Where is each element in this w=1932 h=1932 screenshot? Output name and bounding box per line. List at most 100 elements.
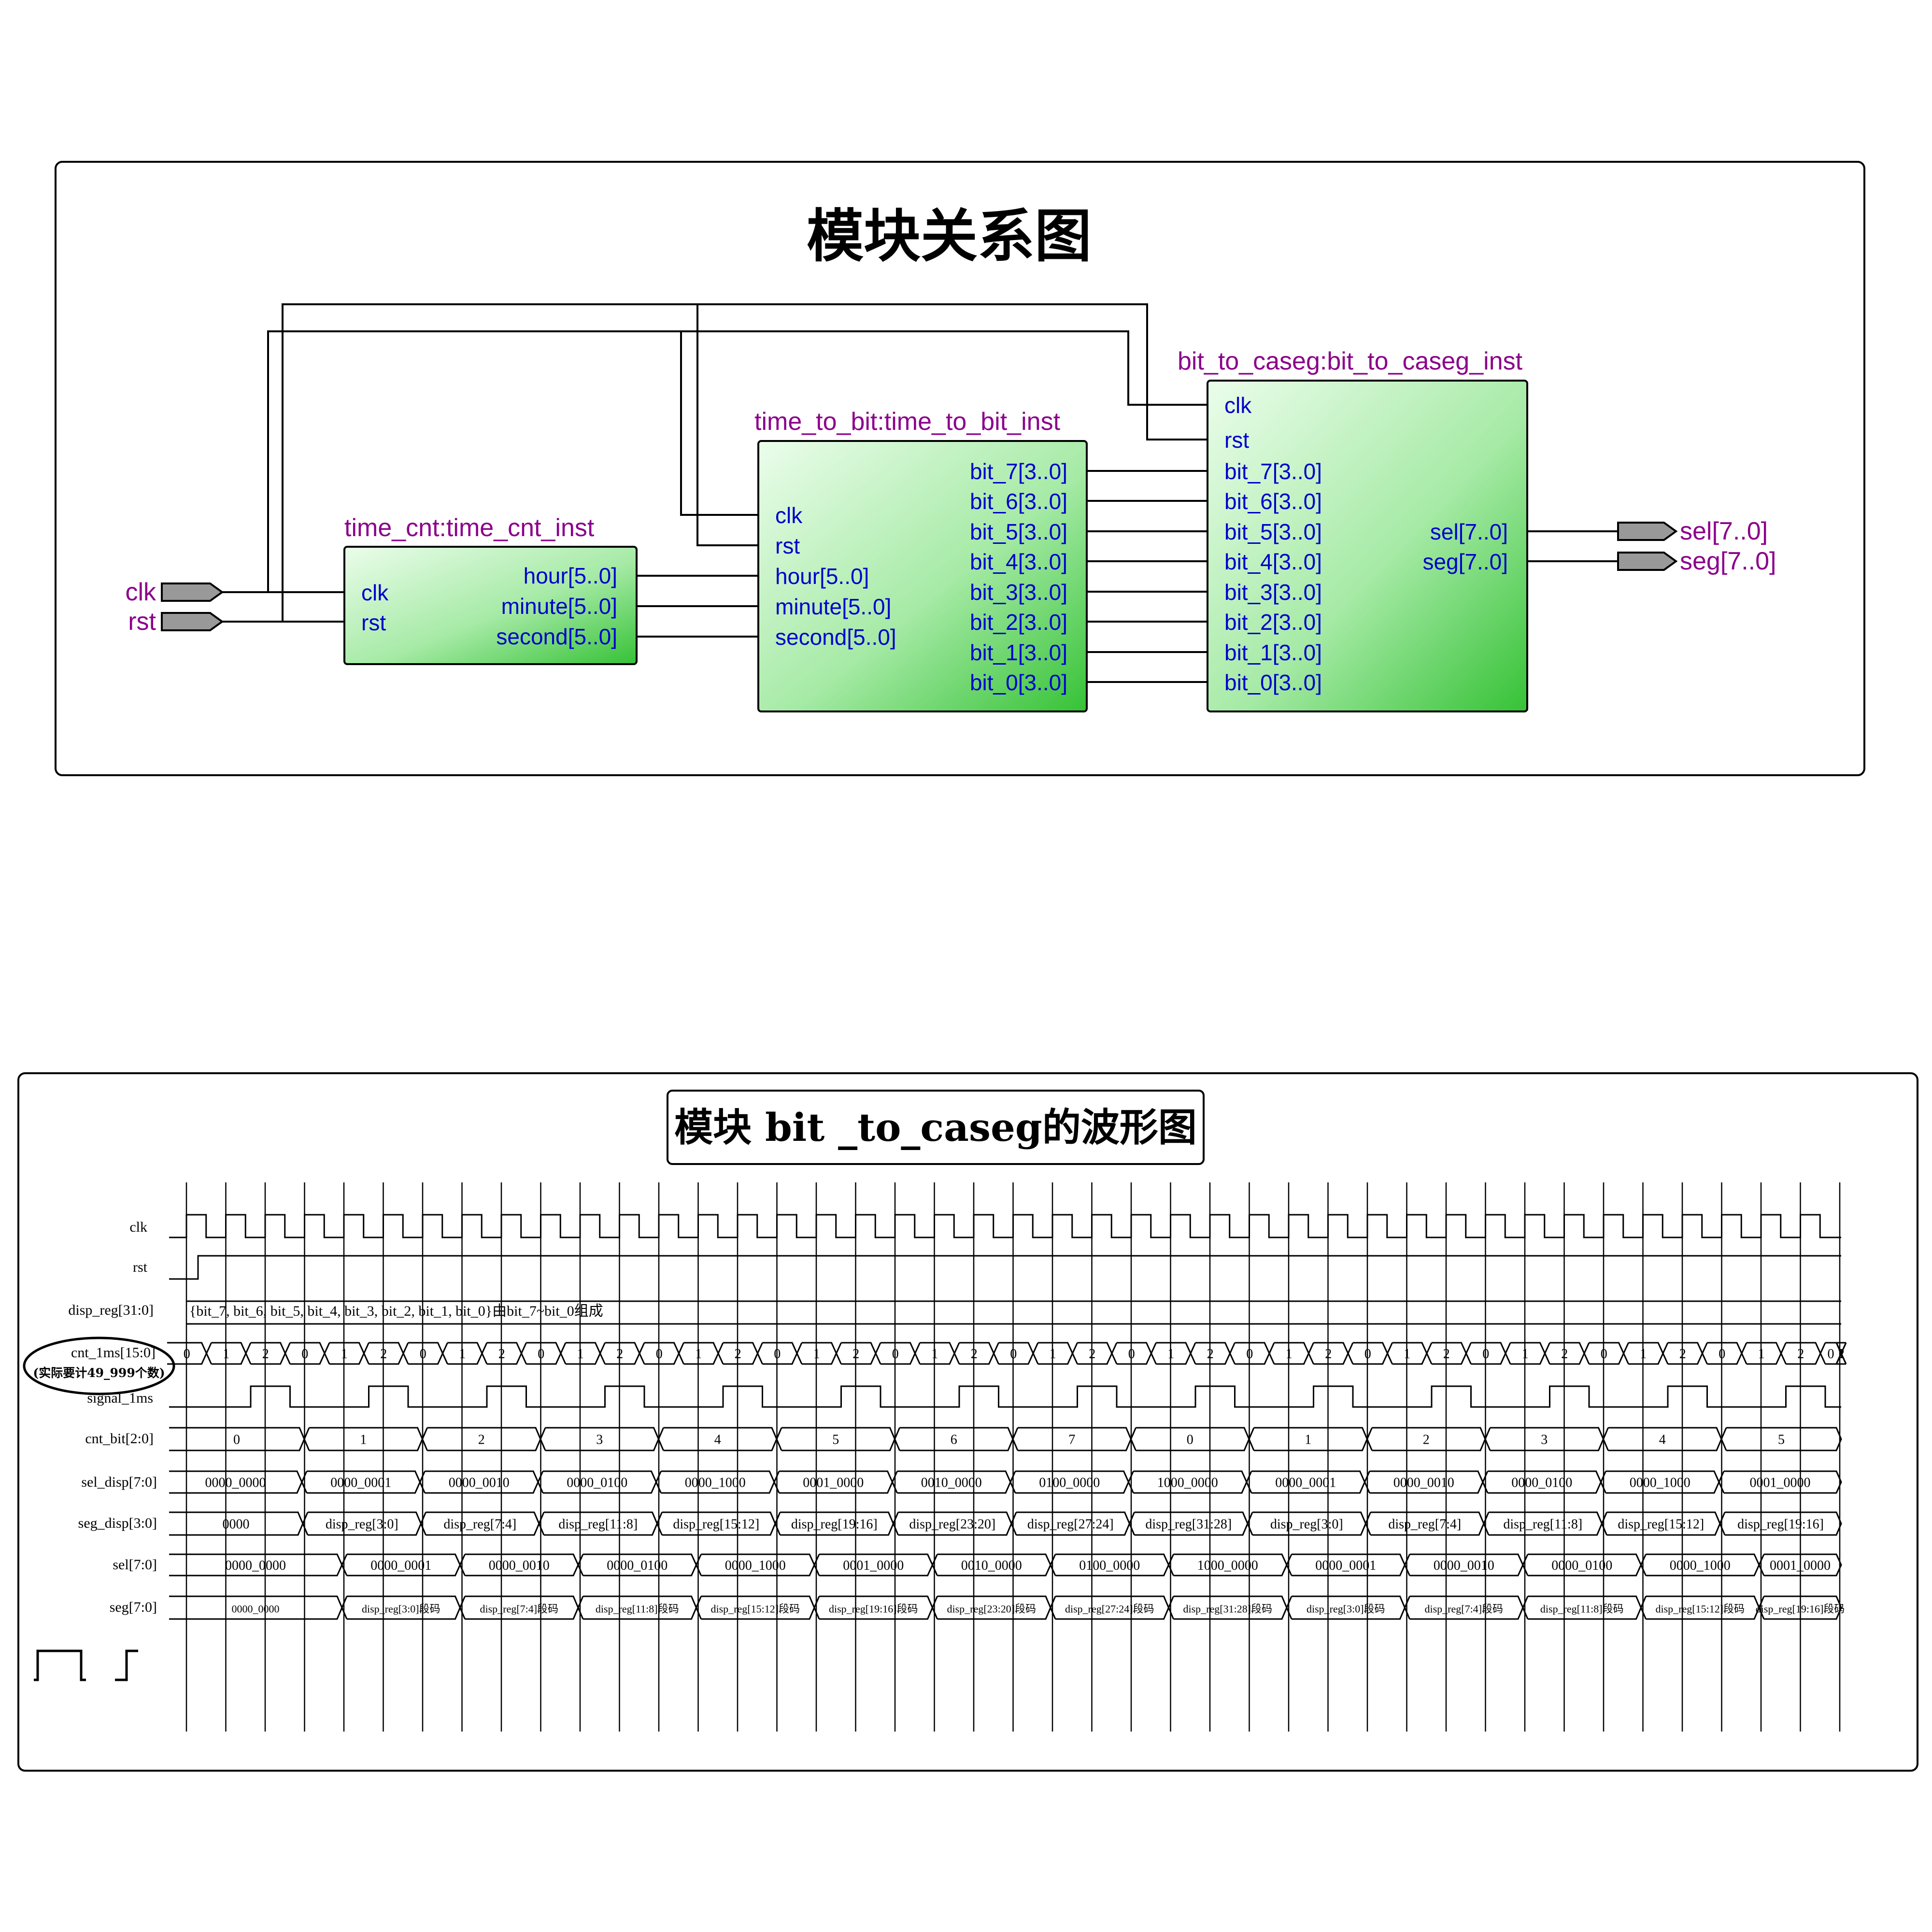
port-label: rst <box>1224 427 1249 453</box>
sel-value-label: 0000_0010 <box>1434 1558 1494 1573</box>
port-label: hour[5..0] <box>775 564 869 589</box>
sel-disp-segment <box>1718 1471 1725 1493</box>
sel-disp-segment <box>1127 1471 1134 1493</box>
sel-segment <box>695 1554 702 1576</box>
cnt-1ms-value-label: 1 <box>341 1347 348 1362</box>
seg-segment <box>1286 1596 1293 1619</box>
port-label: clk <box>1224 393 1252 418</box>
sel-disp-segment <box>301 1471 308 1493</box>
cnt-1ms-segment <box>1819 1342 1826 1364</box>
sel-disp-value-label: 0100_0000 <box>1039 1476 1100 1491</box>
module-box <box>343 546 638 665</box>
seg-disp-segment <box>892 1512 899 1535</box>
sel-segment <box>1167 1554 1174 1576</box>
seg-disp-segment <box>1364 1512 1371 1535</box>
seg-segment <box>1758 1596 1765 1619</box>
cnt-bit-segment <box>1012 1427 1019 1451</box>
sel-disp-value-label: 0000_0010 <box>449 1476 510 1491</box>
cnt-1ms-segment <box>953 1342 960 1364</box>
seg-value-label: disp_reg[3:0]段码 <box>1307 1603 1385 1615</box>
sel-value-label: 0000_0000 <box>225 1558 286 1573</box>
module-box <box>1207 380 1528 712</box>
cnt-1ms-segment <box>324 1342 330 1364</box>
cnt-1ms-segment <box>835 1342 842 1364</box>
sel-segment <box>1764 1553 1842 1577</box>
sel-disp-segment <box>891 1471 898 1493</box>
cnt-1ms-segment <box>1111 1342 1118 1364</box>
cnt-1ms-value-label: 0 <box>1128 1347 1135 1362</box>
top-panel-title: 模块关系图 <box>807 202 1092 270</box>
sel-value-label: 0010_0000 <box>961 1558 1022 1573</box>
sel-value-label: 0000_1000 <box>725 1558 786 1573</box>
port-label: minute[5..0] <box>501 594 617 619</box>
seg-disp-value-label: disp_reg[27:24] <box>1027 1517 1114 1532</box>
seg-segment <box>341 1596 348 1619</box>
port-label: second[5..0] <box>496 624 617 649</box>
cnt-bit-value-label: 0 <box>1187 1433 1193 1448</box>
seg-disp-segment <box>774 1512 781 1535</box>
cnt-1ms-value-label: 0 <box>1482 1347 1489 1362</box>
cnt-bit-segment <box>1366 1427 1373 1451</box>
cnt-1ms-value-label: 1 <box>813 1347 820 1362</box>
sel-disp-value-label: 0000_0100 <box>1511 1476 1572 1491</box>
sel-value-label: 0000_0001 <box>1315 1558 1376 1573</box>
cnt-bit-value-label: 2 <box>1423 1433 1430 1448</box>
bottom-panel-title: 模块 bit _to_caseg的波形图 <box>674 1105 1197 1150</box>
port-label: bit_2[3..0] <box>970 610 1067 635</box>
seg-disp-value-label: disp_reg[19:16] <box>791 1517 878 1532</box>
cnt-1ms-value-label: 2 <box>380 1347 387 1362</box>
cnt-1ms-value-label: 1 <box>459 1347 466 1362</box>
cnt-1ms-segment <box>1347 1342 1354 1364</box>
cnt-1ms-value-label: 2 <box>616 1347 623 1362</box>
cnt-1ms-segment <box>363 1342 369 1364</box>
module-instance-label: bit_to_caseg:bit_to_caseg_inst <box>1178 347 1523 375</box>
sel-disp-segment <box>1600 1471 1606 1493</box>
cnt-bit-segment <box>1720 1427 1727 1451</box>
cnt-1ms-segment <box>1229 1342 1236 1364</box>
cnt-1ms-value-label: 2 <box>1679 1347 1686 1362</box>
seg-disp-segment <box>656 1512 663 1535</box>
signal-label-rst: rst <box>133 1259 148 1275</box>
cnt-1ms-segment <box>875 1342 881 1364</box>
cnt-1ms-segment <box>1190 1342 1196 1364</box>
signal-label-disp-reg: disp_reg[31:0] <box>68 1302 154 1318</box>
cnt-1ms-value-label: 2 <box>1207 1347 1214 1362</box>
module-time-cnt: time_cnt:time_cnt_inst clk rst hour[5..0… <box>343 514 638 665</box>
clk-input-pin <box>161 582 224 602</box>
cnt-1ms-value-label: 0 <box>892 1347 899 1362</box>
cnt-1ms-segment <box>1071 1342 1078 1364</box>
sel-segment <box>1758 1554 1765 1576</box>
module-relationship-panel: 模块关系图 <box>55 161 1865 776</box>
seg-disp-value-label: disp_reg[3:0] <box>1270 1517 1343 1532</box>
cnt-1ms-value-label: 1 <box>223 1347 229 1362</box>
sel-disp-value-label: 0000_1000 <box>685 1476 746 1491</box>
seg-disp-segment <box>1128 1512 1135 1535</box>
cnt-1ms-value-label: 2 <box>1561 1347 1568 1362</box>
cnt-1ms-value-label: 2 <box>735 1347 741 1362</box>
cnt-1ms-value-label: 0 <box>538 1347 544 1362</box>
sel-output-label: sel[7..0] <box>1680 517 1768 545</box>
rst-input-pin <box>161 612 224 631</box>
seg-segment <box>1764 1595 1842 1620</box>
cnt-1ms-value-label: 1 <box>577 1347 584 1362</box>
sel-value-label: 0000_0001 <box>370 1558 431 1573</box>
cnt-1ms-note: (实际要计49_999个数) <box>33 1366 165 1380</box>
sel-segment <box>1050 1554 1056 1576</box>
cnt-1ms-segment <box>441 1342 448 1364</box>
seg-disp-value-label: disp_reg[15:12] <box>673 1517 759 1532</box>
seg-segment <box>813 1596 820 1619</box>
cnt-1ms-value-label: 2 <box>1443 1347 1450 1362</box>
sel-disp-value-label: 0000_0001 <box>330 1476 391 1491</box>
signal-label-sel: sel[7:0] <box>113 1557 157 1573</box>
cnt-1ms-segment <box>1307 1342 1314 1364</box>
cnt-bit-value-label: 0 <box>233 1433 240 1448</box>
seg-value-label: disp_reg[31:28]段码 <box>1183 1603 1272 1615</box>
cnt-bit-value-label: 5 <box>832 1433 839 1448</box>
signal-label-seg-disp: seg_disp[3:0] <box>78 1515 157 1531</box>
sel-value-label: 0100_0000 <box>1079 1558 1140 1573</box>
cnt-bit-segment <box>1726 1427 1842 1451</box>
clk-waveform <box>169 1214 1841 1238</box>
cnt-1ms-segment <box>993 1342 999 1364</box>
port-label: bit_5[3..0] <box>970 519 1067 544</box>
